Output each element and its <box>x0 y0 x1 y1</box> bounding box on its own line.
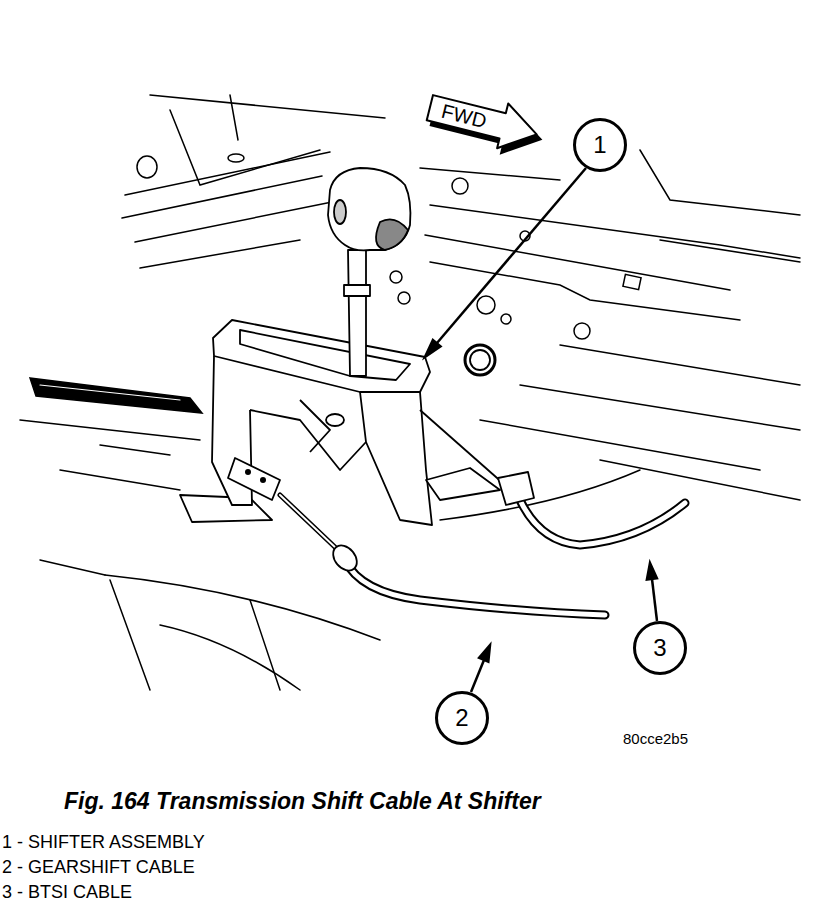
btsi-cable-part <box>520 500 685 545</box>
callout-circle <box>635 623 686 674</box>
floor-pan-part <box>430 205 800 258</box>
floor-pan-part <box>100 445 170 455</box>
floor-pan-part <box>600 460 800 500</box>
shifter-housing <box>180 168 505 525</box>
leader-line-part <box>479 645 490 662</box>
legend-item: 2 - GEARSHIFT CABLE <box>2 858 195 878</box>
arrow-outline <box>424 85 542 156</box>
floor-pan-part <box>40 560 105 575</box>
shifter-housing-part <box>470 350 490 370</box>
legend-item: 3 - BTSI CABLE <box>2 883 132 903</box>
callout-text: 3 <box>653 636 666 660</box>
gearshift-cable-part <box>280 495 338 550</box>
figure-caption: Fig. 164 Transmission Shift Cable At Shi… <box>64 789 541 814</box>
floor-pan-part <box>137 156 157 178</box>
callout-number: 2 <box>435 691 489 745</box>
shifter-housing-part <box>300 400 330 452</box>
floor-pan-part <box>150 95 385 118</box>
shifter-housing-part <box>326 414 344 426</box>
floor-pan-part <box>228 154 244 162</box>
gearshift-cable-part <box>280 495 338 550</box>
floor-pan-part <box>105 575 380 640</box>
leader-line-part <box>437 168 586 343</box>
floor-pan-part <box>230 95 238 140</box>
floor-pan-part <box>420 168 560 180</box>
shifter-housing-part <box>348 250 366 376</box>
gearshift-cable-part <box>228 458 280 500</box>
floor-pan-part <box>60 470 180 490</box>
callout-text: 2 <box>455 706 468 730</box>
floor-pan-part <box>40 385 180 400</box>
floor-pan-part <box>501 314 511 324</box>
floor-pan <box>20 95 800 690</box>
gearshift-cable-part <box>260 477 266 483</box>
floor-pan-part <box>30 378 202 413</box>
callout-number: 1 <box>573 118 627 172</box>
shifter-housing-part <box>420 410 505 485</box>
leader-line-part <box>425 340 441 357</box>
floor-pan-part <box>452 178 468 194</box>
floor-pan-part <box>122 176 322 218</box>
floor-pan-part <box>480 420 760 470</box>
floor-pan-part <box>660 240 800 262</box>
gearshift-cable-part <box>328 541 361 575</box>
floor-pan-part <box>140 240 300 268</box>
floor-pan-part <box>20 420 200 440</box>
floor-pan-part <box>477 296 495 314</box>
shifter-housing-part <box>465 345 495 375</box>
floor-pan-part <box>135 202 332 242</box>
callout-circle <box>575 120 626 171</box>
floor-pan-part <box>390 271 402 283</box>
leader-line-part <box>652 579 657 621</box>
gearshift-cable-part <box>345 560 605 615</box>
shifter-housing-part <box>328 168 410 250</box>
floor-pan-part <box>640 150 800 215</box>
callout-text: 1 <box>593 133 606 157</box>
floor-pan-part <box>160 625 300 690</box>
floor-pan-part <box>125 152 330 195</box>
callout-circle <box>437 693 488 744</box>
floor-pan-part <box>110 580 150 690</box>
legend-item: 1 - SHIFTER ASSEMBLY <box>2 833 205 853</box>
floor-pan-part <box>398 292 410 304</box>
shifter-housing-part <box>344 285 370 296</box>
shifter-housing-part <box>250 410 366 470</box>
btsi-cable-part <box>520 500 685 545</box>
btsi-cable <box>498 472 685 545</box>
btsi-cable-part <box>498 472 534 505</box>
floor-pan-part <box>430 262 740 320</box>
figure-code: 80cce2b5 <box>623 731 688 748</box>
floor-pan-part <box>520 385 800 430</box>
shifter-housing-part <box>426 468 500 500</box>
floor-pan-part <box>560 345 800 385</box>
gearshift-cable-part <box>245 469 251 475</box>
floor-pan-part <box>250 600 280 690</box>
leader-line <box>425 168 657 692</box>
floor-pan-part <box>170 110 320 185</box>
shifter-housing-part <box>334 200 346 224</box>
shifter-housing-part <box>240 330 410 380</box>
floor-pan-part <box>623 274 641 289</box>
gearshift-cable-part <box>345 560 605 615</box>
shifter-housing-part <box>376 219 408 250</box>
leader-line-part <box>471 660 484 692</box>
shifter-housing-part <box>180 495 272 522</box>
direction-arrow: FWD <box>423 86 548 158</box>
floor-pan-part <box>574 323 590 339</box>
leader-line-part <box>647 563 657 580</box>
shifter-housing-part <box>213 320 430 392</box>
callout-number: 3 <box>633 621 687 675</box>
